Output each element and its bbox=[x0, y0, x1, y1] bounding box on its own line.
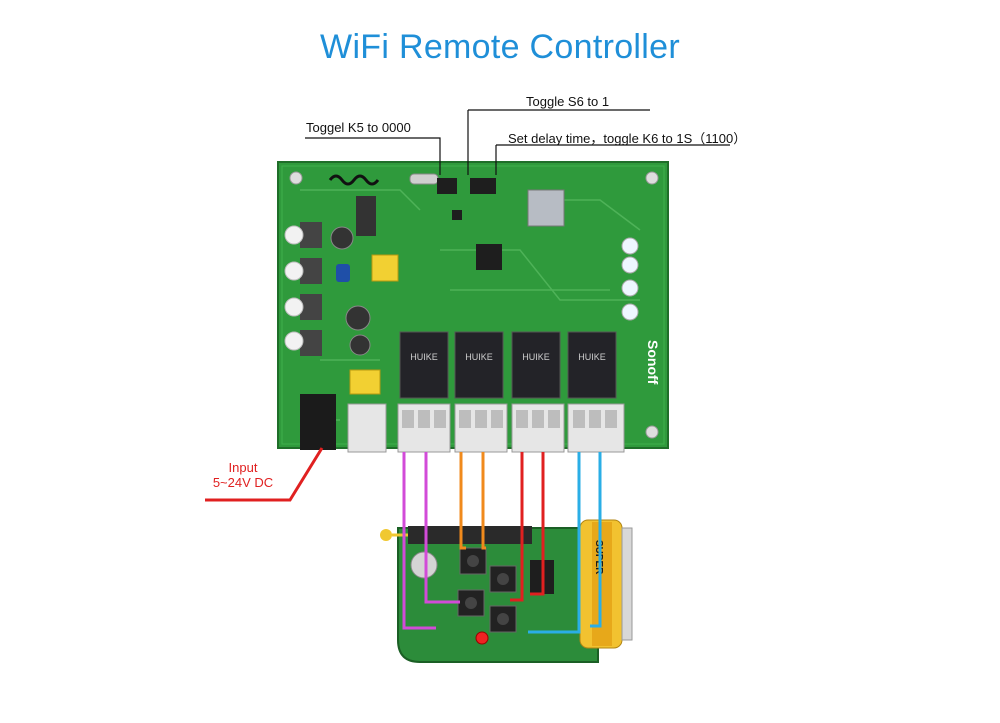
power-input-wire bbox=[205, 447, 324, 502]
annotation-toggle-k5: Toggel K5 to 0000 bbox=[306, 120, 411, 135]
remote-buttons bbox=[457, 547, 517, 633]
power-input-label-line2: 5~24V DC bbox=[212, 475, 274, 490]
board-brand-logo: Sonoff bbox=[645, 340, 661, 385]
wifi-relay-board: HUIKE HUIKE HUIKE HUIKE Sonoff bbox=[277, 161, 669, 453]
status-leds bbox=[621, 237, 639, 321]
annotation-toggle-s6: Toggle S6 to 1 bbox=[526, 94, 610, 109]
battery: SUPER bbox=[579, 519, 633, 649]
page-title: WiFi Remote Controller bbox=[320, 28, 680, 66]
side-buttons bbox=[284, 222, 322, 356]
rf-remote-board: SUPER bbox=[380, 519, 633, 663]
dc-power-jack bbox=[300, 394, 336, 450]
dip-switches bbox=[437, 178, 496, 220]
relay-brand-text: HUIKE bbox=[578, 352, 606, 362]
annotation-set-delay: Set delay time，toggle K6 to 1S（1100） bbox=[508, 131, 747, 146]
power-input-label-line1: Input bbox=[228, 460, 258, 475]
power-input-label: Input 5~24V DC bbox=[208, 460, 278, 490]
relay-wires bbox=[402, 452, 602, 634]
remote-led bbox=[475, 631, 489, 645]
relay-brand-text: HUIKE bbox=[522, 352, 550, 362]
relays bbox=[399, 331, 617, 399]
relay-brand-text: HUIKE bbox=[410, 352, 438, 362]
relay-brand-text: HUIKE bbox=[465, 352, 493, 362]
annotation-lines bbox=[305, 109, 730, 175]
